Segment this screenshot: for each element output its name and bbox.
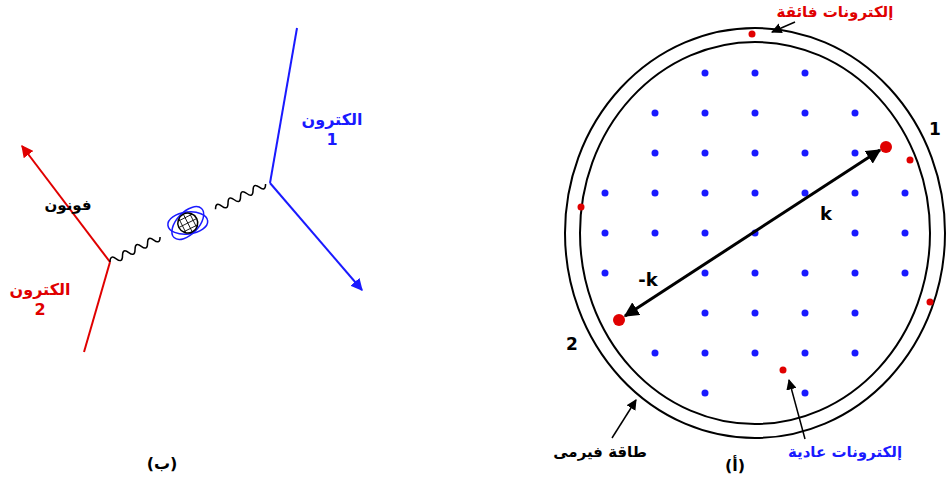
vector-label: -k xyxy=(638,269,657,292)
annotation-label: إلكترونات عادية xyxy=(788,443,902,462)
panel-label: (ب) xyxy=(147,454,178,474)
phonon-wave xyxy=(102,169,273,278)
k-vector-arrow xyxy=(625,150,880,316)
callout-number: 2 xyxy=(566,334,578,355)
annotation-label: إلكترونات فائقة xyxy=(777,3,894,22)
fermi-circle xyxy=(580,42,930,424)
annotation-label: طاقة فيرمى xyxy=(553,443,647,462)
callout-number: 1 xyxy=(929,119,941,140)
vector-label: k xyxy=(820,203,832,226)
electron-one-dot xyxy=(880,141,892,153)
electron-label: الكترون 2 xyxy=(10,280,71,320)
leader-line xyxy=(772,22,795,32)
excess-electron-dots xyxy=(578,31,934,374)
leader-line xyxy=(789,380,805,439)
electron-two-dot xyxy=(613,314,625,326)
panel-label: (أ) xyxy=(725,456,745,476)
electron-one-path xyxy=(270,28,362,290)
normal-electron-dots xyxy=(602,70,909,397)
leader-line xyxy=(612,400,636,438)
outer-circle xyxy=(565,28,945,438)
electron-label: الكترون 1 xyxy=(302,110,363,150)
electron-two-path xyxy=(22,146,110,352)
phonon-label: فونون xyxy=(44,196,91,215)
